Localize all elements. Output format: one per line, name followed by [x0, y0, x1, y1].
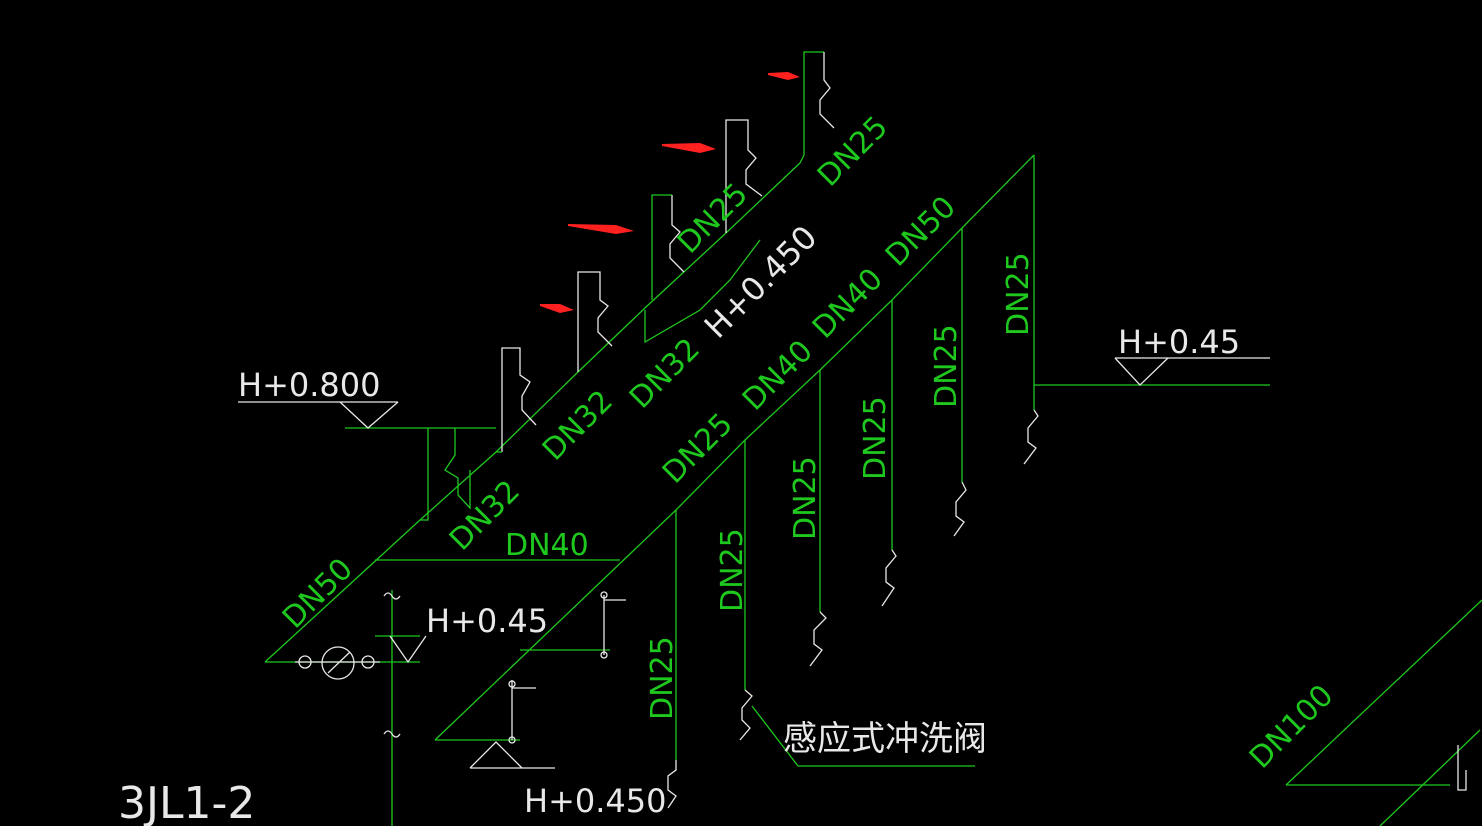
upper-riser-2 — [496, 347, 537, 453]
tee-fitting-2 — [508, 680, 536, 744]
label-dn40-horiz: DN40 — [505, 528, 589, 563]
upper-riser-4 — [644, 194, 761, 344]
svg-text:H+0.800: H+0.800 — [238, 366, 380, 404]
label-dn32-b: DN32 — [536, 384, 620, 468]
lower-drop-3 — [809, 370, 827, 667]
flush-valve-callout: 感应式冲洗阀 — [783, 719, 987, 759]
label-dn25-diag: DN25 — [656, 407, 740, 491]
water-meter-assembly — [295, 646, 380, 680]
label-dn25-v3: DN25 — [788, 456, 823, 540]
dn100-pipe — [1285, 599, 1482, 826]
arrow-marker-4 — [540, 304, 574, 313]
upper-riser-3 — [577, 271, 613, 372]
elevation-h045-left: H+0.45 — [389, 602, 548, 664]
upper-riser-6 — [799, 51, 835, 164]
svg-text:H+0.45: H+0.45 — [426, 602, 548, 640]
svg-text:H+0.45: H+0.45 — [1118, 323, 1240, 361]
label-dn25-v1: DN25 — [645, 636, 680, 720]
svg-text:H+0.450: H+0.450 — [524, 782, 666, 820]
lower-drop-5 — [953, 228, 967, 537]
label-dn25-top-b: DN25 — [811, 110, 895, 194]
vertical-stack-left — [375, 590, 420, 826]
label-dn40-diag-a: DN40 — [736, 334, 820, 418]
lower-drop-1 — [667, 510, 677, 809]
elevation-h045-right: H+0.45 — [1114, 323, 1270, 386]
upper-riser-1 — [345, 427, 496, 521]
lower-drop-2 — [739, 440, 753, 741]
elevation-h0450-bottom: H+0.450 — [469, 741, 666, 820]
arrow-marker-3 — [568, 224, 634, 234]
red-arrow-markers — [540, 72, 800, 313]
label-dn25-v6: DN25 — [1001, 252, 1036, 336]
lower-drop-6 — [1023, 385, 1039, 465]
label-dn50-diag: DN50 — [879, 190, 963, 274]
upper-riser-5 — [725, 119, 763, 233]
elevation-h0800: H+0.800 — [238, 366, 399, 429]
callout-leader — [751, 705, 975, 767]
arrow-marker-1 — [768, 72, 800, 80]
label-dn100: DN100 — [1243, 678, 1340, 775]
label-dn50-bottom: DN50 — [276, 552, 360, 636]
label-dn25-v5: DN25 — [929, 324, 964, 408]
arrow-marker-2 — [662, 143, 716, 153]
lower-main-pipe — [375, 154, 1270, 741]
label-dn25-v2: DN25 — [715, 528, 750, 612]
tee-fitting-1 — [600, 591, 626, 659]
label-dn25-top-a: DN25 — [671, 177, 755, 261]
label-dn40-diag-b: DN40 — [806, 262, 890, 346]
label-dn32-c: DN32 — [623, 332, 707, 416]
drawing-id: 3JL1-2 — [118, 778, 255, 826]
label-dn25-v4: DN25 — [858, 396, 893, 480]
lower-drop-4 — [881, 300, 897, 607]
